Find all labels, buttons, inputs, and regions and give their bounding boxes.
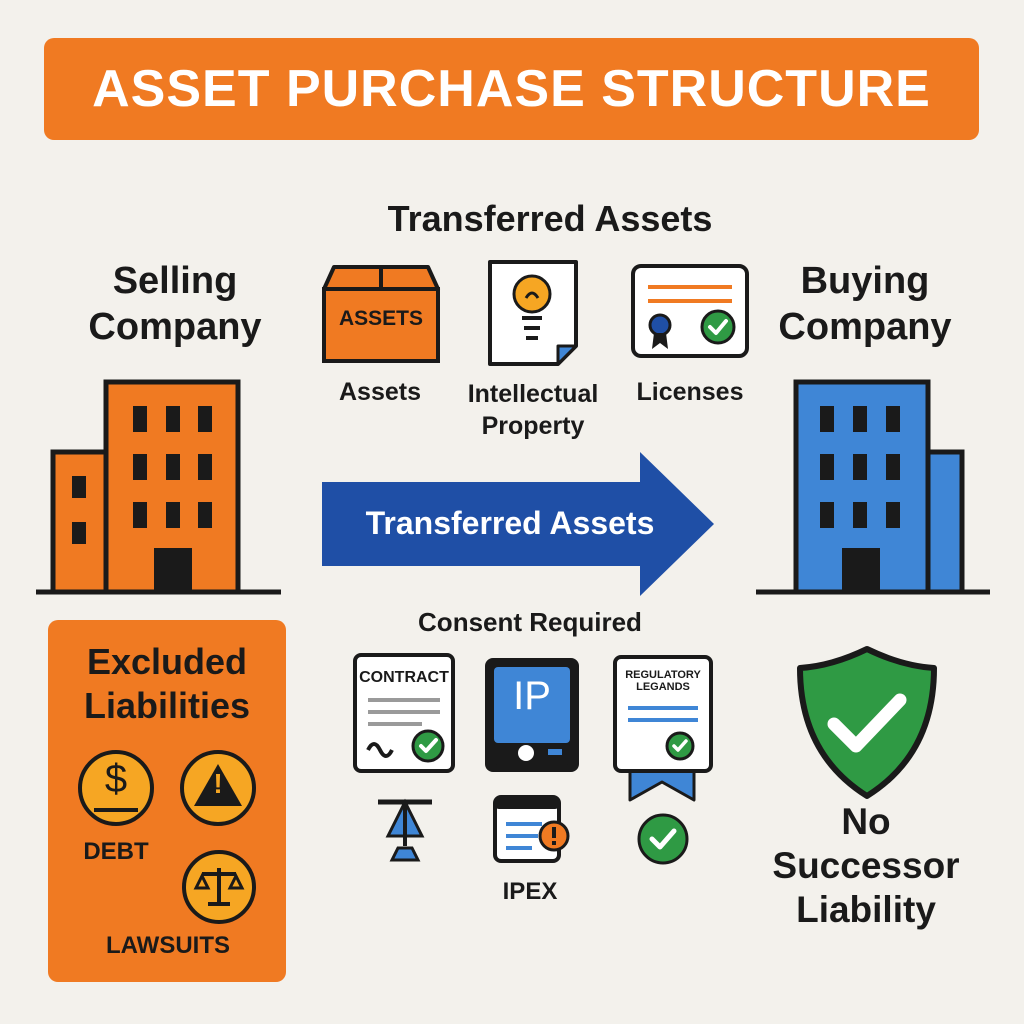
intellectual-property-label: Intellectual Property: [450, 378, 616, 442]
excluded-heading-line1: Excluded: [86, 641, 248, 682]
buying-building-icon: [756, 379, 990, 595]
transfer-arrow-icon: [322, 452, 714, 596]
debt-label: DEBT: [83, 838, 149, 865]
warning-icon: [180, 750, 256, 826]
box-icon: [322, 265, 440, 363]
warning-glyph: !: [213, 768, 223, 799]
buying-company-label: Buying Company: [735, 258, 995, 350]
regulatory-line1: REGULATORY: [625, 669, 701, 681]
title-banner: ASSET PURCHASE STRUCTURE: [44, 38, 979, 140]
excluded-heading-line2: Liabilities: [83, 685, 251, 726]
buying-label-line1: Buying: [800, 260, 930, 302]
selling-building-icon: [36, 379, 281, 595]
shield-line1: No: [841, 801, 891, 842]
consent-heading: Consent Required: [418, 607, 642, 637]
selling-company-label: Selling Company: [40, 258, 310, 350]
dollar-coin-icon: [78, 750, 154, 826]
transferred-assets-heading: Transferred Assets: [387, 198, 713, 239]
selling-label-line1: Selling: [112, 260, 238, 302]
dollar-glyph: $: [104, 757, 128, 801]
regulatory-line2: LEGANDS: [636, 681, 690, 693]
page-title: ASSET PURCHASE STRUCTURE: [92, 60, 931, 118]
excluded-heading: Excluded Liabilities: [48, 640, 286, 728]
arrow-label: Transferred Assets: [365, 505, 655, 541]
certificate-icon: [631, 264, 749, 358]
scale-stand-icon: [378, 798, 432, 862]
contract-icon: [353, 653, 455, 773]
shield-line3: Liability: [796, 889, 936, 930]
buying-label-line2: Company: [778, 306, 952, 348]
regulatory-text: REGULATORY LEGANDS: [612, 669, 714, 693]
contract-text: CONTRACT: [359, 669, 449, 686]
ip-book-icon: [485, 658, 579, 772]
no-successor-liability-label: No Successor Liability: [746, 800, 986, 932]
shield-line2: Successor: [772, 845, 960, 886]
check-circle-icon: [637, 813, 689, 865]
lawsuits-label: LAWSUITS: [106, 932, 230, 959]
ip-label-line2: Property: [481, 412, 585, 440]
box-text: ASSETS: [338, 307, 424, 330]
ip-label-line1: Intellectual: [467, 380, 599, 408]
lawsuit-scales-icon: [182, 850, 256, 924]
ip-text: IP: [513, 674, 551, 718]
ipex-label: IPEX: [502, 878, 558, 905]
regulatory-certificate-icon: [613, 655, 713, 802]
shield-check-icon: [797, 646, 937, 799]
lightbulb-document-icon: [488, 260, 578, 366]
assets-label: Assets: [339, 378, 421, 406]
licenses-label: Licenses: [636, 378, 744, 406]
ipex-window-icon: [493, 795, 570, 863]
selling-label-line2: Company: [88, 306, 262, 348]
